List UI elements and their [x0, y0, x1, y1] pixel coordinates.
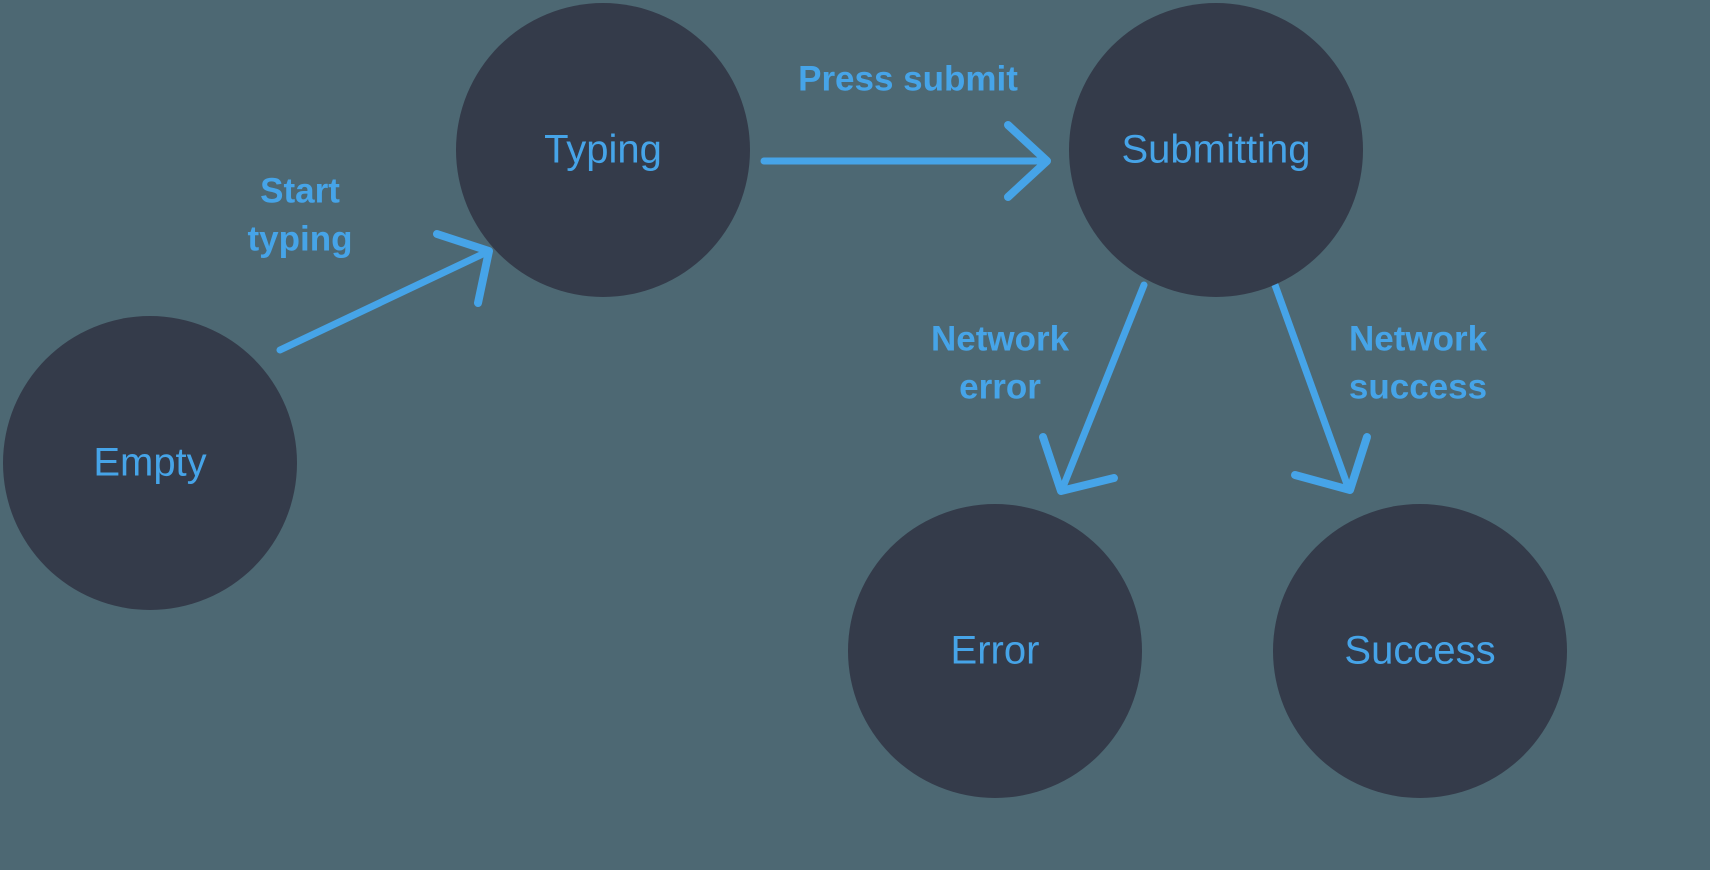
transition-label-network-success-line2: success — [1349, 367, 1487, 406]
edge-line-network-error — [1059, 281, 1148, 491]
state-node-error[interactable]: Error — [848, 504, 1142, 798]
edge-line-start-typing — [276, 248, 491, 354]
arrowhead-network-success — [1291, 433, 1371, 494]
transition-label-start-typing-line2: typing — [248, 219, 353, 258]
state-node-typing[interactable]: Typing — [456, 3, 750, 297]
arrowhead-press-submit — [1004, 121, 1051, 201]
node-label-empty: Empty — [93, 441, 206, 485]
transition-label-network-error-line2: error — [959, 367, 1041, 406]
node-circle-empty[interactable] — [3, 316, 297, 610]
transition-label-press-submit: Press submit — [798, 59, 1018, 98]
node-label-error: Error — [951, 629, 1040, 673]
arrowhead-start-typing — [433, 230, 493, 307]
transition-label-network-error-line1: Network — [931, 319, 1070, 358]
node-circle-typing[interactable] — [456, 3, 750, 297]
state-node-submitting[interactable]: Submitting — [1069, 3, 1363, 297]
arrowhead-network-error — [1039, 433, 1118, 495]
transition-start-typing — [276, 230, 493, 354]
node-label-success: Success — [1344, 629, 1495, 673]
state-node-success[interactable]: Success — [1273, 504, 1567, 798]
transition-network-success — [1271, 281, 1371, 494]
transition-label-network-success: Network success — [1349, 319, 1488, 406]
transition-label-start-typing-line1: Start — [260, 171, 340, 210]
transition-network-error — [1039, 281, 1148, 495]
node-circle-submitting[interactable] — [1069, 3, 1363, 297]
node-label-typing: Typing — [544, 128, 662, 172]
transition-label-network-error: Network error — [931, 319, 1070, 406]
state-node-empty[interactable]: Empty — [3, 316, 297, 610]
node-label-submitting: Submitting — [1122, 128, 1311, 172]
node-circle-error[interactable] — [848, 504, 1142, 798]
edge-line-network-success — [1271, 281, 1352, 491]
transition-label-press-submit-line1: Press submit — [798, 59, 1018, 98]
transition-press-submit — [760, 121, 1051, 201]
transition-label-start-typing: Start typing — [248, 171, 353, 258]
transition-label-network-success-line1: Network — [1349, 319, 1488, 358]
node-circle-success[interactable] — [1273, 504, 1567, 798]
